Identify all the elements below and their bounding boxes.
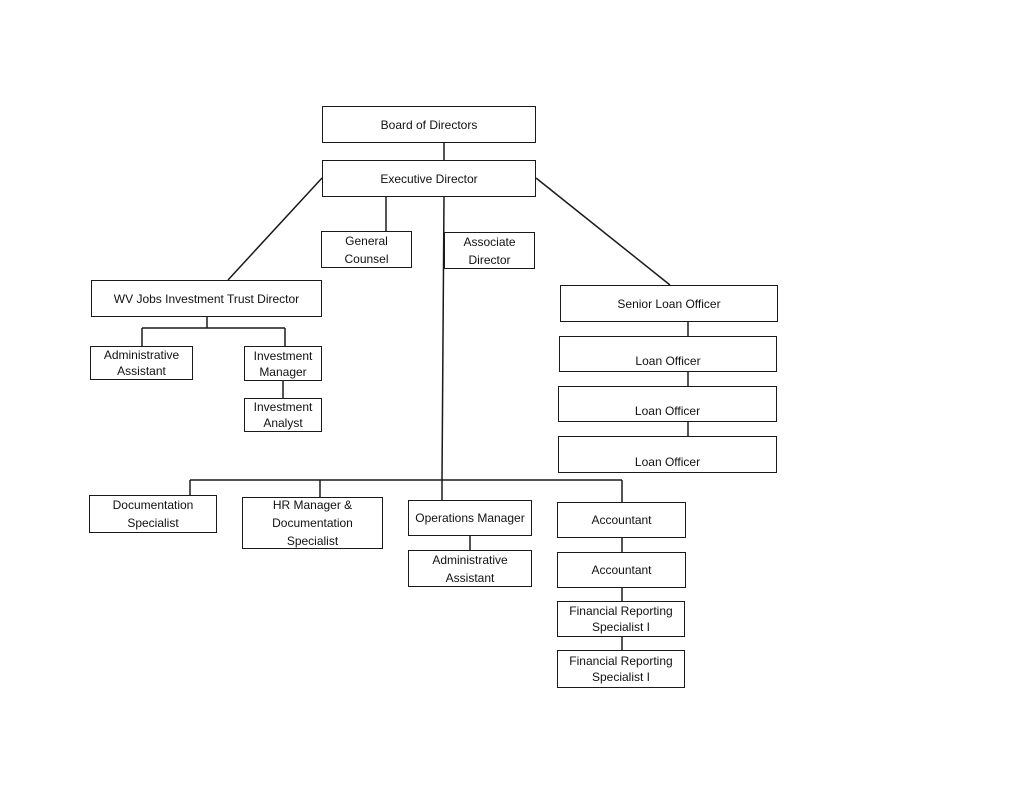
senior-loan-officer-label: Senior Loan Officer <box>617 296 721 311</box>
senior-loan-officer-box: Senior Loan Officer <box>560 285 778 322</box>
accountant-label: Accountant <box>591 513 652 527</box>
general-counsel-box: General Counsel <box>321 231 412 268</box>
financial-reporting-specialist-label: Financial Reporting Specialist I <box>569 604 673 634</box>
ops-admin-assistant-box: Administrative Assistant <box>408 550 532 587</box>
loan-officer-box: Loan Officer <box>558 386 777 422</box>
accountant-box: Accountant <box>557 552 686 588</box>
loan-officer-box: Loan Officer <box>559 336 777 372</box>
operations-manager-label: Operations Manager <box>415 511 525 525</box>
loan-officer-label: Loan Officer <box>634 404 701 418</box>
investment-analyst-label: Investment Analyst <box>253 400 313 430</box>
investment-manager-label: Investment Manager <box>253 348 313 379</box>
financial-reporting-specialist-label: Financial Reporting Specialist I <box>569 654 673 684</box>
investment-manager-box: Investment Manager <box>244 346 322 381</box>
board-of-directors-box: Board of Directors <box>322 106 536 143</box>
connector-executive-senior-loan <box>535 177 671 286</box>
general-counsel-label: General Counsel <box>344 233 389 266</box>
wvjit-director-label: WV Jobs Investment Trust Director <box>113 291 300 306</box>
associate-director-box: Associate Director <box>444 232 535 269</box>
financial-reporting-specialist-box: Financial Reporting Specialist I <box>557 650 685 688</box>
hr-manager-box: HR Manager & Documentation Specialist <box>242 497 383 549</box>
loan-officer-label: Loan Officer <box>634 455 701 469</box>
executive-director-label: Executive Director <box>380 171 478 186</box>
connector-executive-wvjit <box>227 177 323 281</box>
loan-officer-label: Loan Officer <box>635 354 701 368</box>
connector-executive-main-trunk <box>441 196 445 481</box>
financial-reporting-specialist-box: Financial Reporting Specialist I <box>557 601 685 637</box>
documentation-specialist-label: Documentation Specialist <box>112 498 194 530</box>
wvjit-admin-assistant-box: Administrative Assistant <box>90 346 193 380</box>
wvjit-director-box: WV Jobs Investment Trust Director <box>91 280 322 317</box>
accountant-box: Accountant <box>557 502 686 538</box>
documentation-specialist-box: Documentation Specialist <box>89 495 217 533</box>
board-of-directors-label: Board of Directors <box>380 117 478 132</box>
operations-manager-box: Operations Manager <box>408 500 532 536</box>
accountant-label: Accountant <box>591 563 652 577</box>
ops-admin-assistant-label: Administrative Assistant <box>432 552 508 585</box>
hr-manager-label: HR Manager & Documentation Specialist <box>272 498 353 548</box>
wvjit-admin-assistant-label: Administrative Assistant <box>103 348 180 378</box>
loan-officer-box: Loan Officer <box>558 436 777 473</box>
executive-director-box: Executive Director <box>322 160 536 197</box>
investment-analyst-box: Investment Analyst <box>244 398 322 432</box>
associate-director-label: Associate Director <box>463 234 516 267</box>
